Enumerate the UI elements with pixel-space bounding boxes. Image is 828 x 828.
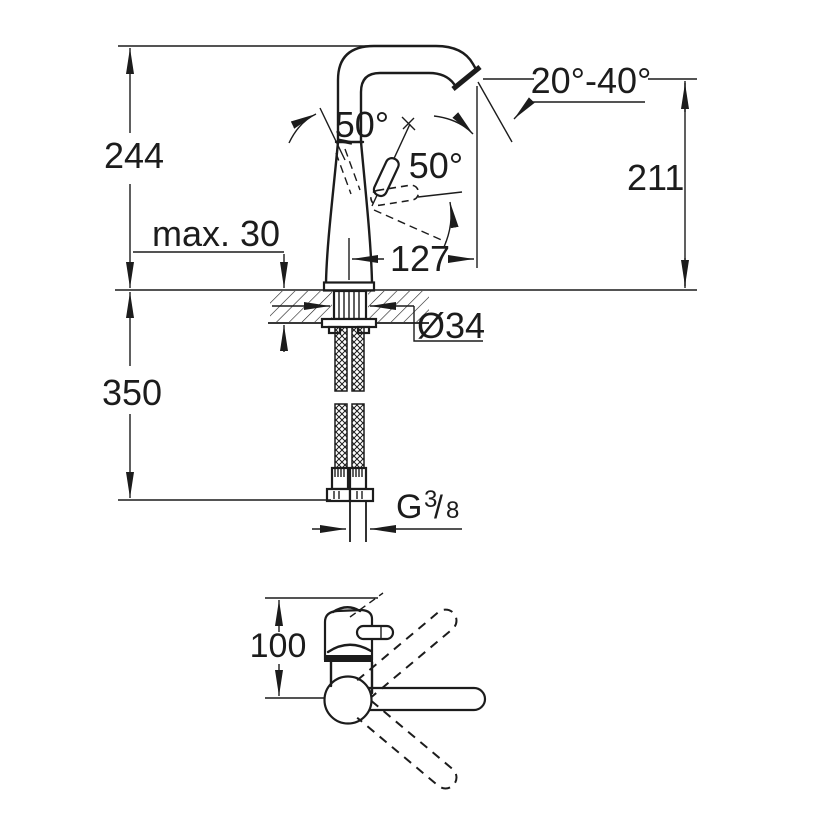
- spout-swivel-down-dashed: [356, 700, 458, 790]
- thread-label-denominator: 8: [446, 497, 459, 524]
- angle-side-label: 50°: [409, 145, 463, 186]
- thread-label-g: G: [396, 488, 422, 526]
- lever-hidden-dashes: [335, 148, 361, 195]
- outlet-angle-line: [477, 81, 513, 143]
- mounting-washer: [320, 317, 378, 329]
- spout-solid-side: [360, 686, 487, 712]
- dim-244-label: 244: [104, 135, 164, 176]
- side-body-dome-arc: [326, 643, 373, 654]
- thread-label-numerator: 3: [424, 486, 437, 513]
- thread-label-slash: /: [434, 489, 443, 525]
- angle-range-label-bg: [534, 62, 648, 95]
- dim-127-label: 127: [390, 238, 450, 279]
- spout-outlet-face: [451, 65, 482, 91]
- hose-left-lower: [334, 403, 348, 469]
- side-body-sides: [329, 660, 374, 695]
- side-lever-dashed-pos: [349, 592, 384, 618]
- lever-horizontal-axis: [417, 191, 463, 198]
- side-body-top-arc: [331, 606, 362, 614]
- collar-stripes: [334, 469, 363, 477]
- shank-thread-lines: [338, 292, 360, 318]
- spout-outer-contour: [336, 44, 479, 144]
- base-circle: [323, 675, 373, 725]
- lever-axis-left: [319, 107, 346, 161]
- body-cone-left: [324, 140, 340, 284]
- counter-section: [115, 289, 697, 335]
- lever-seat-tick: [336, 138, 353, 145]
- spout-inner-contour: [359, 71, 458, 144]
- hose-right-lower: [351, 403, 365, 469]
- dim-hole-label: Ø34: [417, 305, 485, 346]
- dimensions-front: 244 350 max. 30 Ø34 127 20°-40° 211: [102, 45, 697, 533]
- angle-arc-right: [433, 112, 474, 135]
- dim-hole-leader: [413, 306, 483, 342]
- angle-range-leader: [513, 97, 535, 120]
- dim-100-label: 100: [250, 627, 307, 665]
- flex-hoses: [325, 326, 375, 542]
- angle-range-label: 20°-40°: [531, 60, 652, 101]
- dim-350-label: 350: [102, 372, 162, 413]
- side-body-band: [324, 655, 373, 662]
- angle-arc-left: [288, 113, 317, 144]
- nut-stripes: [333, 491, 363, 499]
- side-view: 100: [250, 592, 487, 790]
- dim-211-label: 211: [627, 157, 684, 198]
- lever-lower-axis: [373, 209, 447, 243]
- side-lever: [355, 624, 395, 641]
- axis-cross-mark: [401, 116, 416, 131]
- hose-left-upper: [334, 326, 348, 392]
- body-cone-right: [359, 140, 374, 284]
- angle-arc-lower: [443, 201, 459, 248]
- angle-top-label: 50°: [335, 104, 389, 145]
- dim-max30-label: max. 30: [152, 213, 280, 254]
- lever-raised: [372, 157, 400, 198]
- thread-nipple: [349, 501, 367, 542]
- front-view-faucet: [319, 44, 482, 292]
- hose-right-upper: [351, 326, 365, 392]
- lever-horizontal-dashed: [370, 184, 420, 207]
